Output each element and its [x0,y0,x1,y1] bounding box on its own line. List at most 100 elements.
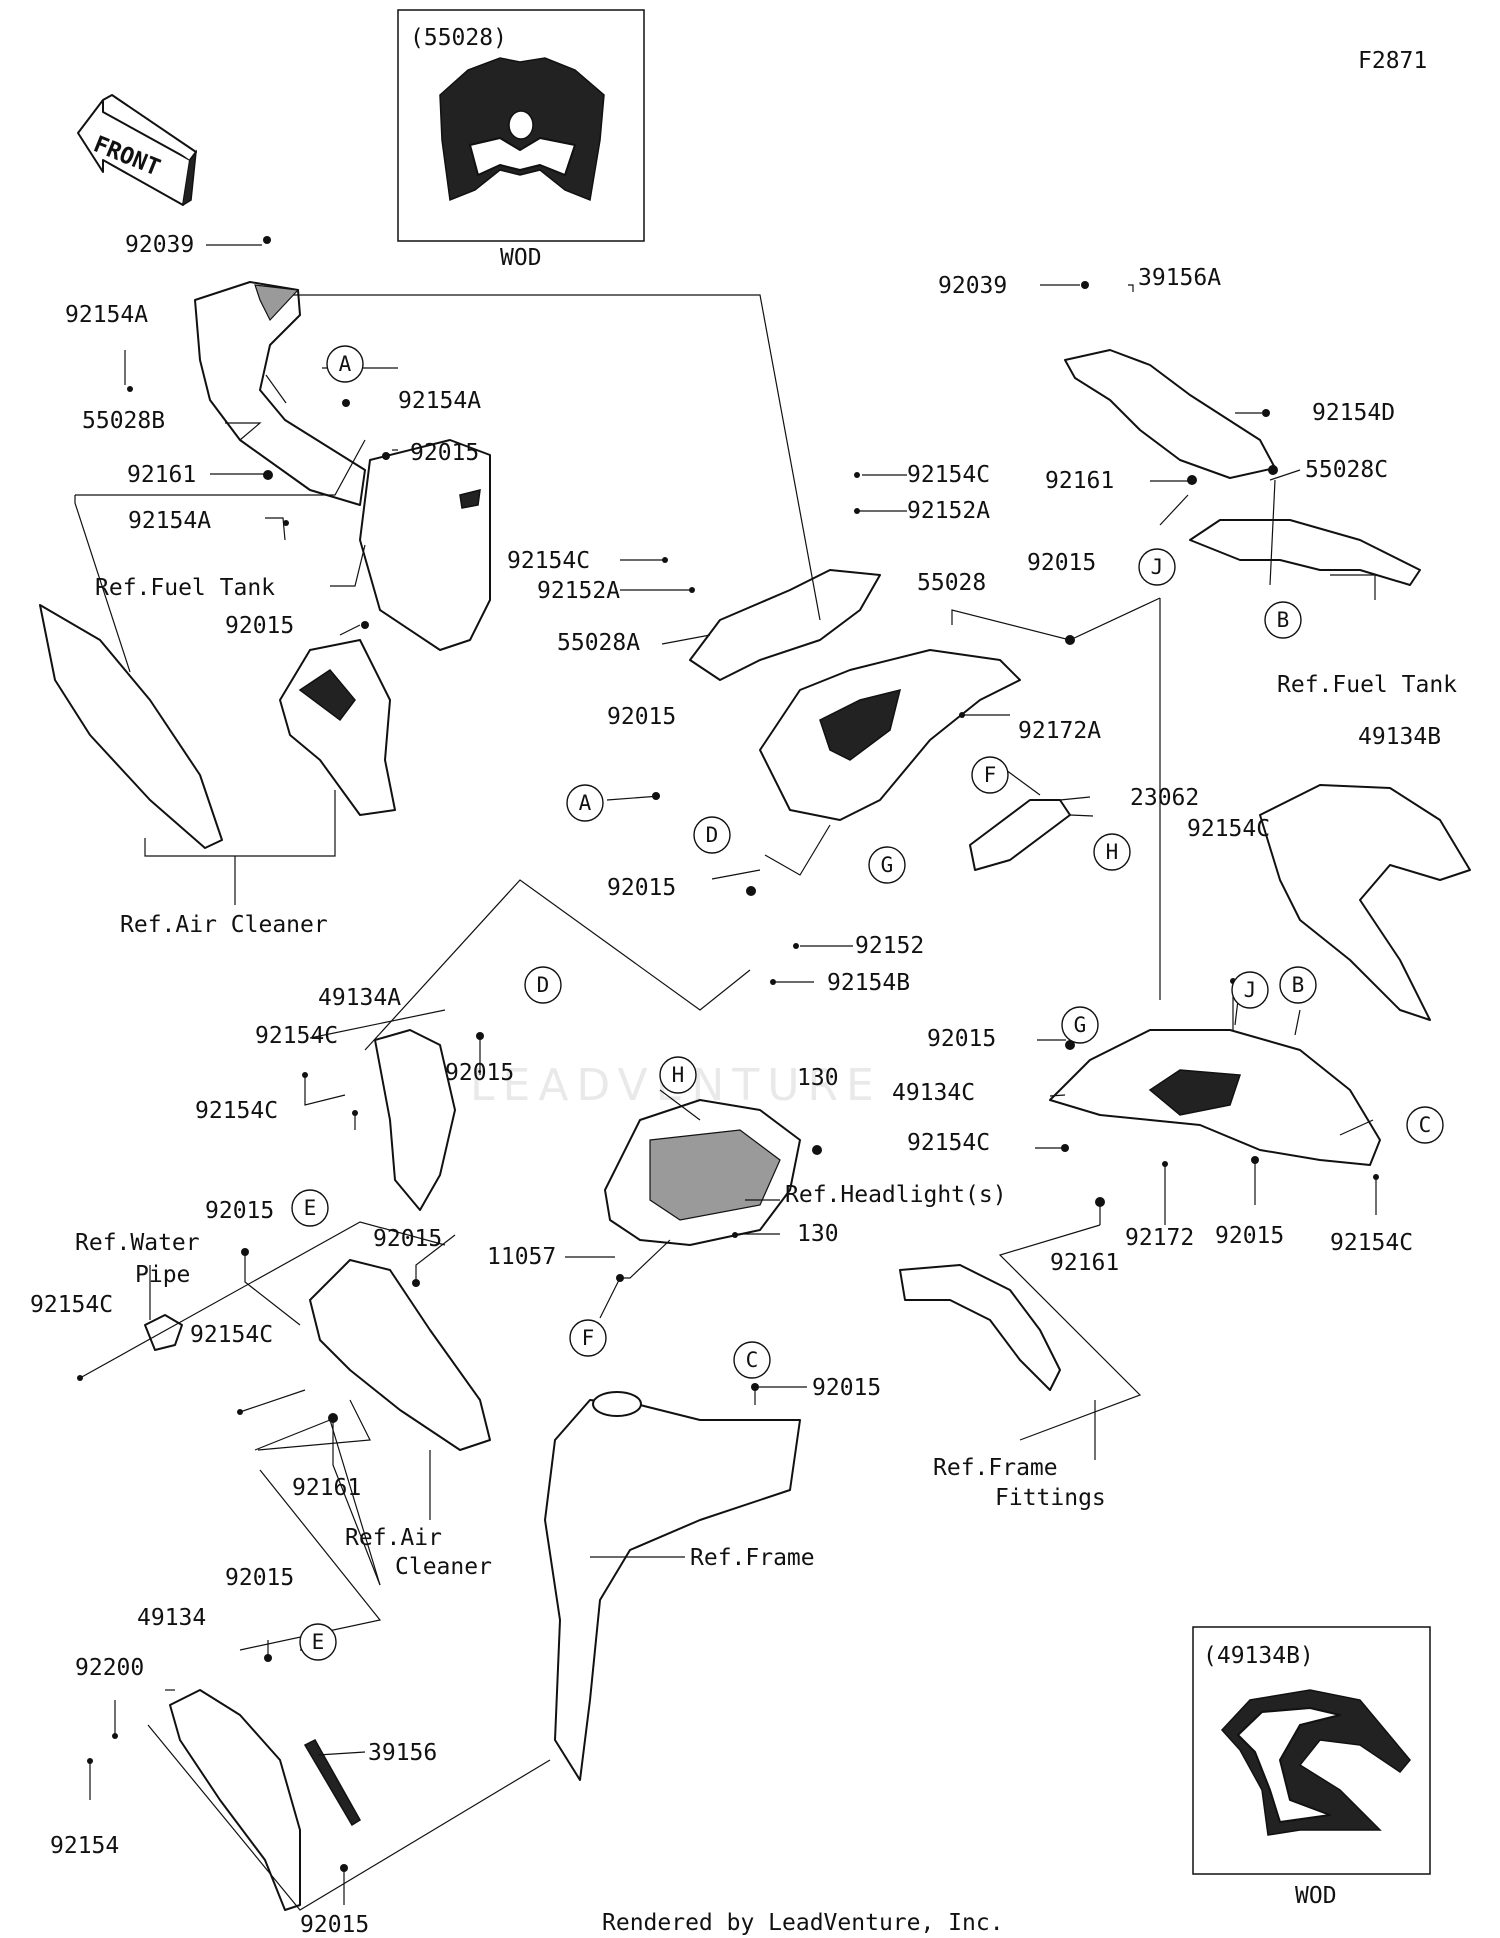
shroud-55028b [194,281,366,506]
inset-code-55028: (55028) [410,25,507,51]
svg-text:A: A [579,791,592,815]
part-label: 92015 [812,1375,881,1401]
ref-label: Ref.Air [345,1525,442,1551]
ref-label: Ref.Headlight(s) [785,1182,1007,1208]
svg-text:D: D [706,823,719,847]
water-pipe-ref [144,1314,183,1351]
svg-text:F: F [984,763,997,787]
part-label: 92172 [1125,1225,1194,1251]
part-label: 92015 [607,875,676,901]
callout-c: C [1406,1106,1444,1144]
callout-h: H [659,1056,697,1094]
part-label: 92015 [607,704,676,730]
part-label: 92039 [938,273,1007,299]
shroud-55028c [1064,349,1276,479]
part-label: 92161 [292,1475,361,1501]
callout-g: G [1061,1006,1099,1044]
ref-label: Pipe [135,1262,190,1288]
part-label: 92154C [507,548,590,574]
part-label: 92154D [1312,400,1395,426]
ref-label: Ref.Frame [690,1545,815,1571]
callout-b: B [1279,966,1317,1004]
part-label: 92154C [195,1098,278,1124]
part-label: 92152A [537,578,620,604]
front-arrow-icon: FRONT [77,94,198,206]
callout-a: A [566,784,604,822]
reference-labels: Ref.Fuel Tank Ref.Air Cleaner Ref.Fuel T… [75,575,1457,1580]
part-label: 55028C [1305,457,1388,483]
svg-text:G: G [881,853,894,877]
cowl-55028 [759,649,1021,821]
callout-e: E [291,1189,329,1227]
part-label: 49134 [137,1605,206,1631]
panel-49134a [374,1029,456,1211]
part-label: 92015 [225,613,294,639]
svg-text:C: C [746,1348,759,1372]
part-label: 92161 [1045,468,1114,494]
part-label: 92154C [1330,1230,1413,1256]
part-label: 92015 [1215,1223,1284,1249]
part-label: 92015 [300,1912,369,1938]
air-duct-lower [309,1259,491,1451]
ref-label: Ref.Frame [933,1455,1058,1481]
part-label: 11057 [487,1244,556,1270]
svg-text:J: J [1244,978,1257,1002]
callout-b: B [1264,601,1302,639]
footer-credit: Rendered by LeadVenture, Inc. [602,1910,1004,1936]
ref-label: Fittings [995,1485,1106,1511]
part-label: 92161 [127,462,196,488]
svg-text:A: A [339,352,352,376]
svg-text:G: G [1074,1013,1087,1037]
inset-code-49134b: (49134B) [1203,1643,1314,1669]
part-label: 92152A [907,498,990,524]
part-label: 130 [797,1221,839,1247]
side-panel-49134b [1259,784,1471,1021]
part-label: 92015 [205,1198,274,1224]
callout-j: J [1231,971,1269,1009]
part-label: 92154B [827,970,910,996]
callout-g: G [868,846,906,884]
fasteners [77,236,1379,1872]
part-label: 49134B [1358,724,1441,750]
part-label: 92172A [1018,718,1101,744]
svg-text:D: D [537,973,550,997]
part-label: 39156 [368,1740,437,1766]
part-label: 92154C [907,1130,990,1156]
cowl-55028a [689,569,881,681]
part-label: 55028A [557,630,640,656]
ref-label: Ref.Fuel Tank [1277,672,1457,698]
strip-39156 [303,1739,362,1827]
callout-e: E [299,1623,337,1661]
air-duct-left [279,639,396,816]
svg-text:H: H [1106,840,1119,864]
svg-text:B: B [1292,973,1305,997]
ref-label: Ref.Fuel Tank [95,575,275,601]
callout-f: F [971,756,1009,794]
ref-label: Ref.Air Cleaner [120,912,328,938]
inset-caption-55028: WOD [500,245,542,271]
frame-ref [544,1399,801,1781]
part-label: 92154C [1187,816,1270,842]
svg-text:F: F [582,1326,595,1350]
callout-j: J [1138,548,1176,586]
part-number-labels: 92039 92154A 55028B 92154A 92015 92161 9… [30,232,1441,1938]
inner-cover-ref-fuel-tank [1189,519,1421,586]
part-label: 92154C [907,462,990,488]
callouts: A A J B F D G H D G J B C E H F C E [291,345,1444,1661]
part-label: 92154 [50,1833,119,1859]
part-label: 92015 [373,1226,442,1252]
part-label: 92015 [410,440,479,466]
part-label: 92015 [927,1026,996,1052]
svg-text:C: C [1419,1113,1432,1137]
panel-49134 [169,1689,301,1911]
part-label: 92154C [30,1292,113,1318]
part-label: 92154A [398,388,481,414]
part-label: 92154A [128,508,211,534]
svg-text:E: E [312,1630,325,1654]
svg-text:E: E [304,1196,317,1220]
part-label: 92015 [225,1565,294,1591]
part-label: 92015 [445,1060,514,1086]
part-label: 49134C [892,1080,975,1106]
side-panel-left [39,604,223,849]
